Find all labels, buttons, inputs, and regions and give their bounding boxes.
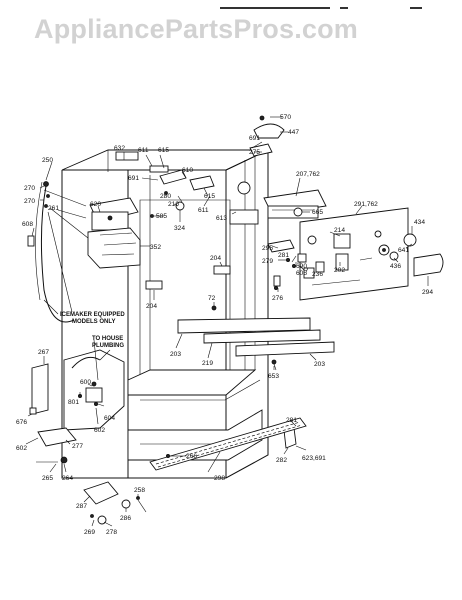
label-204: 204 bbox=[146, 303, 157, 310]
label-275: 275 bbox=[249, 149, 260, 156]
label-690: 690 bbox=[296, 263, 307, 270]
label-202: 202 bbox=[334, 267, 345, 274]
label-266: 266 bbox=[186, 453, 197, 460]
label-676: 676 bbox=[16, 419, 27, 426]
label-203: 203 bbox=[170, 351, 181, 358]
label-291-762: 291,762 bbox=[354, 201, 378, 208]
label-204-b: 204 bbox=[210, 255, 221, 262]
label-691: 691 bbox=[249, 135, 260, 142]
label-261: 261 bbox=[48, 205, 59, 212]
label-278: 278 bbox=[106, 529, 117, 536]
center-rails bbox=[145, 265, 335, 371]
label-434: 434 bbox=[414, 219, 425, 226]
label-214: 214 bbox=[334, 227, 345, 234]
label-270-b: 270 bbox=[24, 198, 35, 205]
label-615-b: 615 bbox=[204, 193, 215, 200]
label-276: 276 bbox=[272, 295, 283, 302]
label-620: 620 bbox=[90, 201, 101, 208]
label-602: 602 bbox=[94, 427, 105, 434]
label-269: 269 bbox=[84, 529, 95, 536]
label-436: 436 bbox=[390, 263, 401, 270]
label-641: 641 bbox=[398, 247, 409, 254]
label-604: 604 bbox=[104, 415, 115, 422]
label-610: 610 bbox=[182, 167, 193, 174]
plumbing-note-line1: TO HOUSE bbox=[92, 336, 123, 342]
label-613: 613 bbox=[216, 215, 227, 222]
label-295: 295 bbox=[262, 245, 273, 252]
water-valve-assembly bbox=[31, 339, 125, 431]
label-277: 277 bbox=[72, 443, 83, 450]
label-264: 264 bbox=[62, 475, 73, 482]
leader-lines bbox=[25, 116, 429, 527]
label-282: 282 bbox=[276, 457, 287, 464]
label-298: 298 bbox=[214, 475, 225, 482]
label-691-b: 691 bbox=[128, 175, 139, 182]
label-219: 219 bbox=[202, 360, 213, 367]
label-280: 280 bbox=[160, 193, 171, 200]
callout-labels: 570 447 691 275 632 611 615 691 610 250 … bbox=[16, 114, 433, 536]
plumbing-note-line2: PLUMBING bbox=[92, 343, 124, 349]
label-72: 72 bbox=[208, 295, 216, 302]
label-281-b: 281 bbox=[286, 417, 297, 424]
notes: ICEMAKER EQUIPPED MODELS ONLY TO HOUSE P… bbox=[43, 299, 125, 361]
label-600: 600 bbox=[80, 379, 91, 386]
watermark: AppliancePartsPros.com bbox=[34, 14, 359, 44]
right-fittings bbox=[267, 239, 315, 290]
label-236: 236 bbox=[312, 271, 323, 278]
label-265: 265 bbox=[42, 475, 53, 482]
icemaker-note-line2: MODELS ONLY bbox=[72, 319, 115, 325]
label-608: 608 bbox=[22, 221, 33, 228]
icemaker-note-line1: ICEMAKER EQUIPPED bbox=[60, 312, 125, 318]
top-control-parts bbox=[115, 151, 259, 225]
label-653: 653 bbox=[268, 373, 279, 380]
label-267: 267 bbox=[38, 349, 49, 356]
label-447: 447 bbox=[288, 129, 299, 136]
label-623-691: 623,691 bbox=[302, 455, 326, 462]
temperature-control-housing bbox=[263, 189, 327, 219]
control-panel-illustration bbox=[299, 207, 444, 301]
label-286: 286 bbox=[120, 515, 131, 522]
label-250: 250 bbox=[42, 157, 53, 164]
label-632: 632 bbox=[114, 145, 125, 152]
label-281: 281 bbox=[278, 252, 289, 259]
icemaker-illustration bbox=[87, 197, 141, 269]
light-housing-illustration bbox=[249, 115, 285, 157]
label-203-b: 203 bbox=[314, 361, 325, 368]
label-602-b: 602 bbox=[16, 445, 27, 452]
label-611: 611 bbox=[138, 147, 149, 154]
label-570: 570 bbox=[280, 114, 291, 121]
lower-left-parts bbox=[29, 407, 182, 464]
label-611-b: 611 bbox=[198, 207, 209, 214]
top-cut-strip bbox=[0, 0, 462, 9]
label-207-762: 207,762 bbox=[296, 171, 320, 178]
label-801: 801 bbox=[68, 399, 79, 406]
label-294: 294 bbox=[422, 289, 433, 296]
label-585: 585 bbox=[156, 213, 167, 220]
toe-grille-illustration bbox=[149, 417, 307, 471]
wiring-left bbox=[27, 181, 89, 323]
label-352: 352 bbox=[150, 244, 161, 251]
label-279: 279 bbox=[262, 258, 273, 265]
label-258: 258 bbox=[134, 487, 145, 494]
label-615: 615 bbox=[158, 147, 169, 154]
label-605: 605 bbox=[296, 270, 307, 277]
label-665: 665 bbox=[312, 209, 323, 216]
label-210: 210 bbox=[168, 201, 179, 208]
label-324: 324 bbox=[174, 225, 185, 232]
label-270: 270 bbox=[24, 185, 35, 192]
bottom-leveling-parts bbox=[83, 481, 147, 525]
label-287: 287 bbox=[76, 503, 87, 510]
